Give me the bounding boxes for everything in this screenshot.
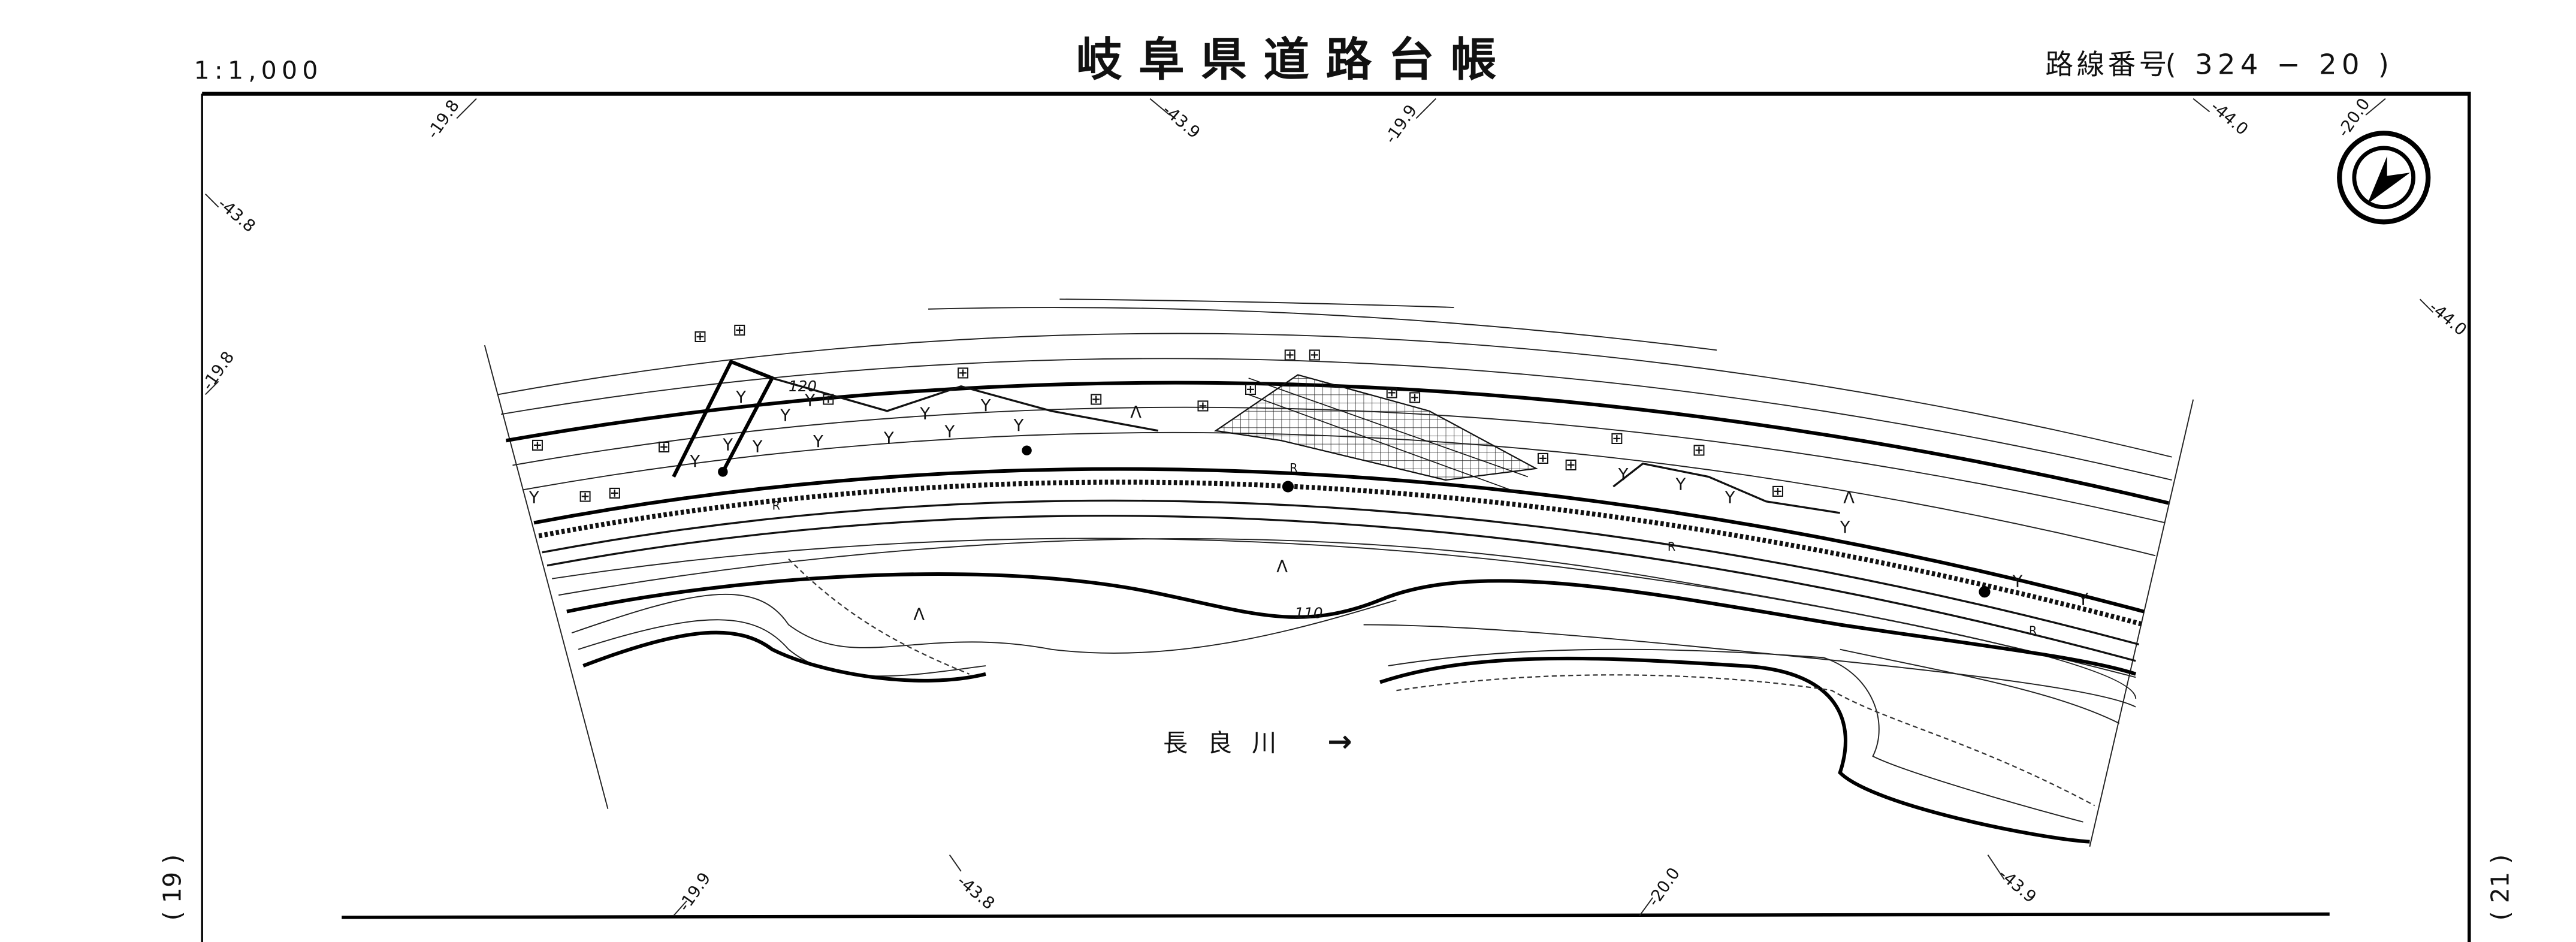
grid-label: -43.8	[953, 872, 998, 913]
svg-text:⊞: ⊞	[1283, 346, 1297, 364]
contour-label: 120	[789, 378, 817, 395]
river-name: 長良川	[1163, 729, 1296, 757]
svg-text:⊞: ⊞	[733, 321, 747, 340]
svg-text:⊞: ⊞	[1307, 346, 1321, 364]
grid-label: -44.0	[2426, 298, 2470, 339]
svg-text:R: R	[1289, 461, 1297, 475]
svg-text:⊞: ⊞	[1692, 441, 1706, 460]
svg-text:Y: Y	[2012, 572, 2023, 591]
page-title: 岐阜県道路台帳	[1076, 34, 1513, 87]
svg-text:⊞: ⊞	[1564, 456, 1578, 475]
svg-text:⊞: ⊞	[531, 436, 545, 455]
svg-text:⊞: ⊞	[1536, 449, 1550, 468]
frame-bottom-line	[342, 912, 2330, 919]
svg-text:Y: Y	[2077, 591, 2088, 609]
grid-ticks	[205, 98, 2434, 916]
route-label: 路線番号	[2045, 48, 2170, 80]
svg-text:Y: Y	[780, 406, 790, 425]
svg-text:Λ: Λ	[1843, 488, 1855, 507]
svg-text:⊞: ⊞	[657, 437, 671, 456]
svg-text:Y: Y	[1013, 416, 1024, 435]
svg-text:Y: Y	[1725, 488, 1735, 507]
svg-text:Λ: Λ	[1276, 558, 1288, 576]
grid-label: -19.9	[1381, 102, 1421, 147]
svg-text:Y: Y	[1675, 476, 1686, 494]
grid-label: -19.8	[198, 348, 238, 394]
svg-text:⊞: ⊞	[1771, 482, 1785, 501]
svg-text:Y: Y	[813, 433, 823, 451]
svg-text:⊞: ⊞	[1610, 430, 1624, 448]
svg-text:⊞: ⊞	[1385, 384, 1399, 402]
svg-text:R: R	[2029, 624, 2037, 638]
grid-label: -43.8	[214, 195, 258, 236]
grid-label: -19.8	[424, 96, 463, 142]
svg-text:Y: Y	[944, 423, 955, 442]
svg-text:Y: Y	[529, 488, 539, 507]
svg-text:⊞: ⊞	[608, 484, 621, 502]
svg-text:Y: Y	[752, 437, 763, 456]
svg-text:Y: Y	[1618, 466, 1629, 484]
svg-text:Y: Y	[804, 392, 815, 410]
road	[533, 374, 2145, 662]
grid-label: -43.9	[1159, 101, 1203, 142]
north-arrow-icon	[2337, 131, 2431, 225]
svg-text:⊞: ⊞	[956, 364, 970, 382]
svg-text:Y: Y	[883, 430, 894, 448]
grid-label: -43.9	[1995, 865, 2039, 907]
svg-text:⊞: ⊞	[1089, 390, 1103, 409]
sheet-ref-left: ( 19 )	[158, 855, 187, 921]
svg-text:Λ: Λ	[913, 605, 925, 624]
svg-text:⊞: ⊞	[578, 487, 592, 506]
river-flow-arrow-icon: →	[1327, 724, 1352, 759]
contour-label: 110	[1294, 605, 1322, 622]
svg-text:R: R	[1668, 540, 1675, 554]
svg-text:⊞: ⊞	[822, 390, 835, 409]
svg-text:⊞: ⊞	[1196, 397, 1210, 415]
svg-text:R: R	[772, 499, 780, 512]
scale-label: 1:1,000	[194, 56, 323, 85]
svg-text:⊞: ⊞	[1408, 388, 1422, 407]
sheet-ref-right: ( 21 )	[2486, 855, 2515, 921]
map-extent-left	[484, 345, 609, 810]
svg-text:Y: Y	[722, 436, 733, 455]
grid-label: -20.0	[1644, 865, 1684, 910]
svg-text:Y: Y	[1840, 518, 1850, 537]
contour-lines-lower	[552, 538, 2137, 844]
svg-text:Y: Y	[735, 388, 746, 407]
grid-label: -44.0	[2207, 98, 2251, 139]
svg-text:Y: Y	[919, 405, 930, 424]
svg-text:Y: Y	[690, 452, 700, 471]
svg-text:⊞: ⊞	[693, 328, 707, 346]
route-number: ( 324 − 20 )	[2166, 48, 2394, 80]
svg-text:Y: Y	[980, 397, 991, 415]
svg-text:⊞: ⊞	[1243, 380, 1257, 398]
svg-text:Λ: Λ	[1130, 403, 1141, 422]
